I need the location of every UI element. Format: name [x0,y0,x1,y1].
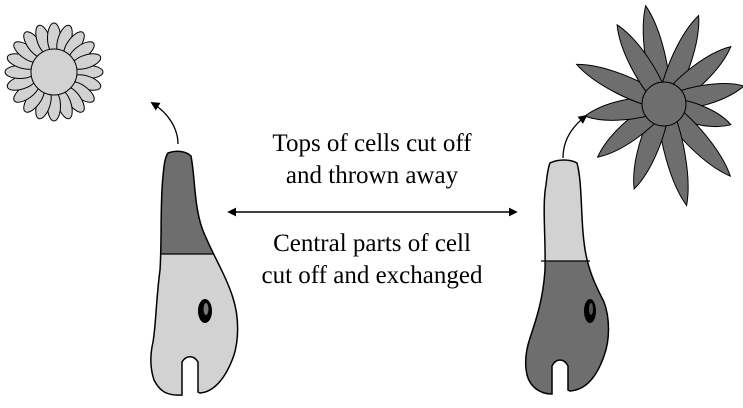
arrow-right-curve [563,116,586,158]
label-tops-cut-line2: and thrown away [232,160,512,192]
label-central-parts-line1: Central parts of cell [232,228,512,260]
flower-center [642,82,686,126]
label-tops-cut-line1: Tops of cells cut off [232,128,512,160]
label-tops-cut: Tops of cells cut off and thrown away [232,128,512,192]
flower-center [31,49,77,95]
cell-right-top-region [520,150,620,261]
flower-right [573,4,743,208]
arrow-left-curve [152,103,178,144]
cell-right [520,150,620,400]
flower-left [5,23,103,121]
label-central-parts-line2: cut off and exchanged [232,260,512,292]
label-central-parts: Central parts of cell cut off and exchan… [232,228,512,292]
